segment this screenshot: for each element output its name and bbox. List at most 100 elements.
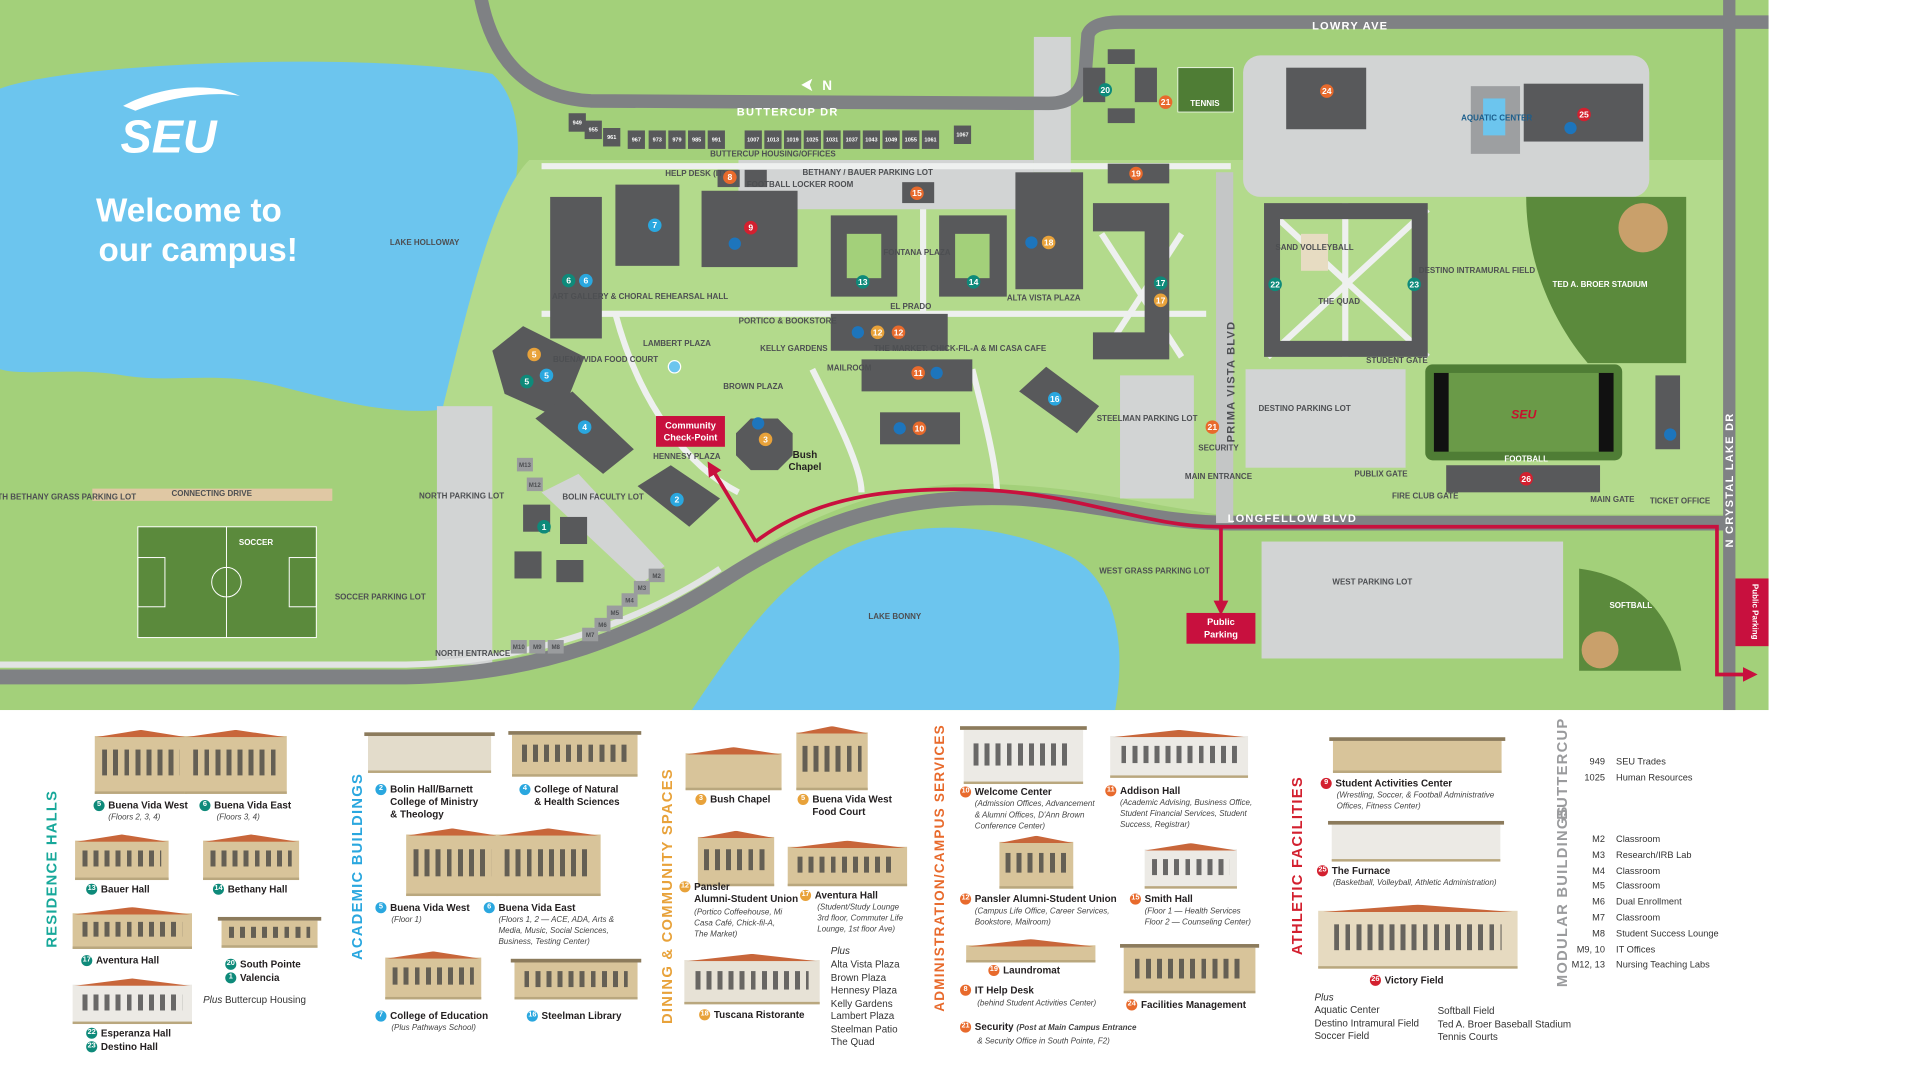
modular-m4[interactable]: M4 <box>621 593 638 607</box>
buttercup-unit-979[interactable]: 979 <box>668 130 686 149</box>
buttercup-unit-991[interactable]: 991 <box>707 130 725 149</box>
restroom-icon <box>728 121 1677 441</box>
modular-m9[interactable]: M9 <box>529 640 546 654</box>
marker-6-residence[interactable]: 6 <box>561 273 576 288</box>
legend-note: (Floors 3, 4) <box>216 813 260 823</box>
marker-17-dining[interactable]: 17 <box>1153 293 1168 308</box>
legend-note: & Security Office in South Pointe, F2) <box>977 1037 1110 1047</box>
modular-m12[interactable]: M12 <box>526 477 543 492</box>
marker-11[interactable]: 11 <box>911 366 925 380</box>
buttercup-unit-1013[interactable]: 1013 <box>764 130 782 149</box>
modular-m6[interactable]: M6 <box>594 617 611 632</box>
marker-26[interactable]: 26 <box>1519 472 1533 486</box>
marker-16[interactable]: 16 <box>1048 392 1062 406</box>
buttercup-unit-1055[interactable]: 1055 <box>902 130 920 149</box>
marker-1[interactable]: 1 <box>537 520 551 534</box>
buttercup-unit-1067[interactable]: 1067 <box>953 125 972 145</box>
marker-9[interactable]: 9 <box>744 220 758 235</box>
community-checkpoint-callout[interactable]: Community Check-Point <box>656 416 725 447</box>
marker-12-dining[interactable]: 12 <box>870 325 885 340</box>
public-parking-callout[interactable]: Public Parking <box>1186 612 1256 644</box>
marker-15[interactable]: 15 <box>910 186 924 201</box>
buttercup-unit-1049[interactable]: 1049 <box>882 130 900 149</box>
buttercup-unit-1061[interactable]: 1061 <box>921 130 940 149</box>
marker-5-residence[interactable]: 5 <box>520 374 534 389</box>
marker-20[interactable]: 20 <box>1098 83 1113 97</box>
buttercup-unit-1043[interactable]: 1043 <box>862 130 881 149</box>
marker-14[interactable]: 14 <box>966 275 981 289</box>
marker-13[interactable]: 13 <box>856 275 870 289</box>
marker-23[interactable]: 23 <box>1407 277 1421 292</box>
marker-18[interactable]: 18 <box>1041 235 1056 250</box>
marker-10[interactable]: 10 <box>912 421 927 436</box>
buttercup-unit-949[interactable]: 949 <box>568 113 586 132</box>
marker-4[interactable]: 4 <box>577 420 592 434</box>
buttercup-unit-1037[interactable]: 1037 <box>843 130 861 149</box>
marker-22[interactable]: 22 <box>1268 277 1282 292</box>
buttercup-unit-955[interactable]: 955 <box>584 120 602 140</box>
buttercup-unit-1025[interactable]: 1025 <box>803 130 821 149</box>
marker-2[interactable]: 2 <box>670 492 684 507</box>
marker-3[interactable]: 3 <box>758 432 773 447</box>
marker-21-main-entrance[interactable]: 21 <box>1205 420 1220 434</box>
public-parking-right-callout[interactable]: Public Parking <box>1735 578 1769 647</box>
buttercup-unit-1031[interactable]: 1031 <box>823 130 841 149</box>
modular-m13[interactable]: M13 <box>516 457 533 472</box>
marker-17-residence[interactable]: 17 <box>1153 276 1168 290</box>
marker-25[interactable]: 25 <box>1577 107 1591 122</box>
buttercup-unit-961[interactable]: 961 <box>603 128 621 147</box>
modular-m8[interactable]: M8 <box>547 640 564 654</box>
marker-5-academic[interactable]: 5 <box>539 368 554 383</box>
buttercup-unit-1007[interactable]: 1007 <box>744 130 762 149</box>
marker-12-admin[interactable]: 12 <box>891 325 906 340</box>
buttercup-unit-973[interactable]: 973 <box>648 130 666 149</box>
modular-m2[interactable]: M2 <box>648 568 665 583</box>
marker-21-south-pointe[interactable]: 21 <box>1158 95 1173 109</box>
modular-code: M12, 13 <box>1571 959 1605 971</box>
buttercup-unit-1019[interactable]: 1019 <box>784 130 802 149</box>
buttercup-unit-967[interactable]: 967 <box>627 130 645 149</box>
modular-m3[interactable]: M3 <box>633 580 650 595</box>
marker-5-dining[interactable]: 5 <box>527 347 541 362</box>
modular-m10[interactable]: M10 <box>510 640 527 654</box>
marker-7[interactable]: 7 <box>648 218 662 233</box>
marker-6-academic[interactable]: 6 <box>579 273 593 288</box>
marker-19[interactable]: 19 <box>1129 166 1143 181</box>
modular-m5[interactable]: M5 <box>606 605 623 620</box>
buttercup-unit-985[interactable]: 985 <box>688 130 706 149</box>
modular-m7[interactable]: M7 <box>582 627 599 642</box>
marker-8[interactable]: 8 <box>723 170 737 185</box>
marker-24[interactable]: 24 <box>1320 84 1334 98</box>
